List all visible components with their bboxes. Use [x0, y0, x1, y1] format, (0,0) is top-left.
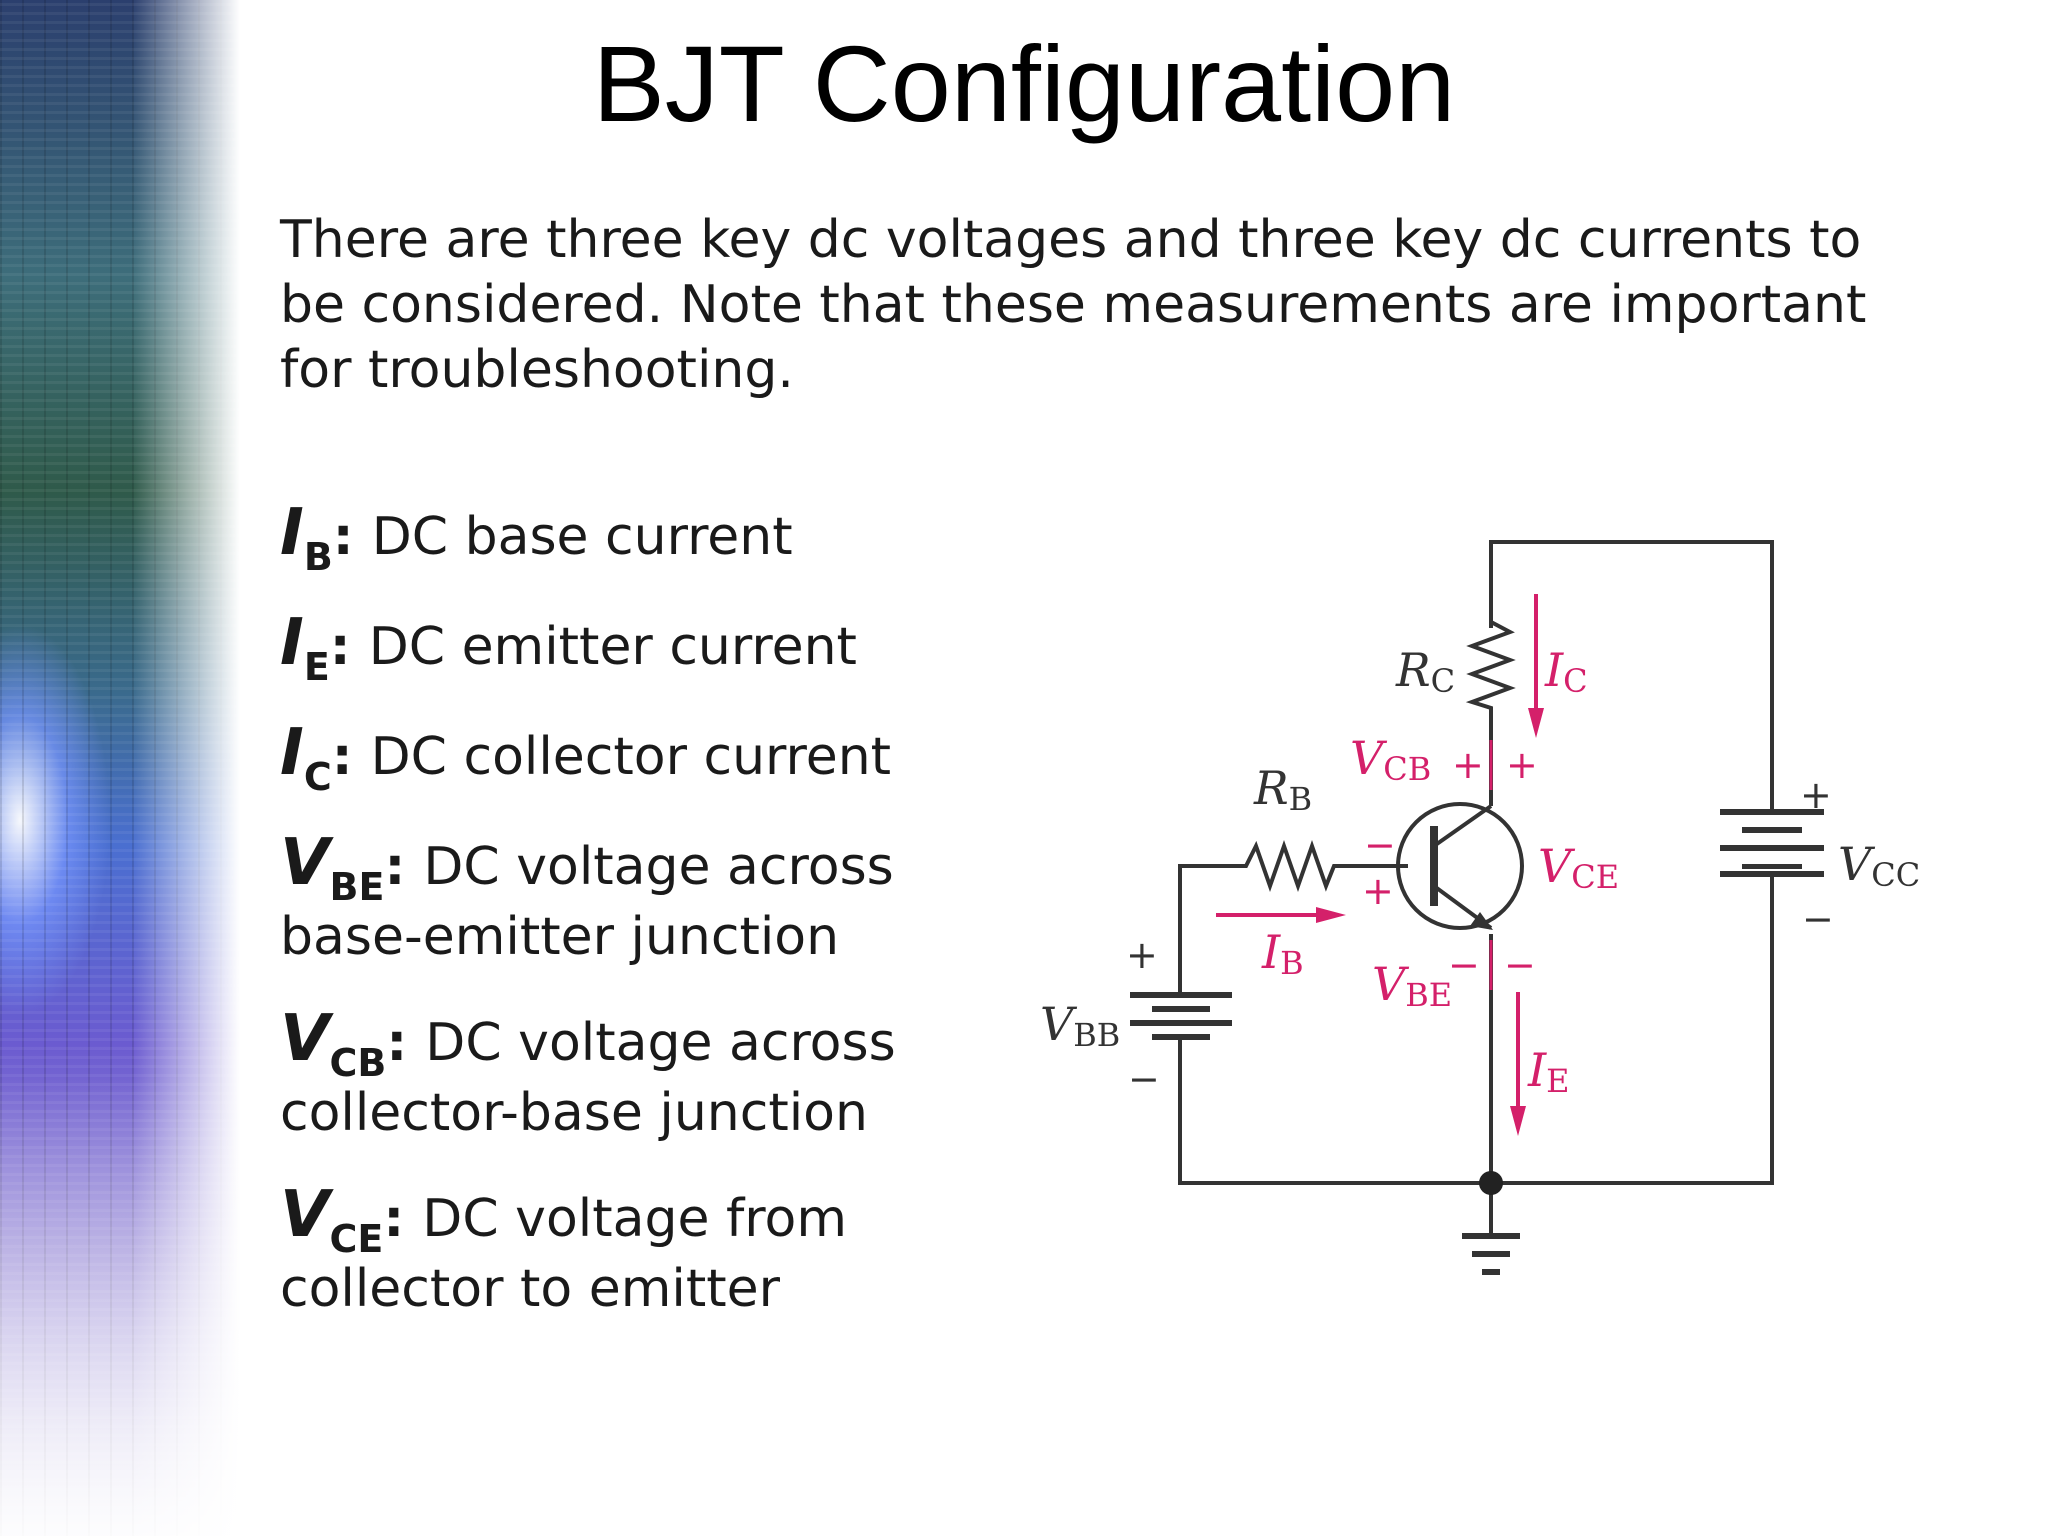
- definition-subscript: E: [303, 645, 330, 689]
- definition-symbol: I: [280, 606, 304, 680]
- vce-label: VCE: [1538, 839, 1619, 896]
- vcc-plus-sign: +: [1800, 773, 1832, 817]
- transistor-emitter-leg: [1432, 884, 1493, 930]
- junction-dot: [1479, 1171, 1503, 1195]
- definition-symbol: V: [280, 826, 330, 900]
- collector-resistor: [1465, 618, 1516, 736]
- vcc-battery: [1720, 809, 1824, 877]
- definition-ic: IC: DC collector current: [280, 716, 892, 799]
- intro-paragraph: There are three key dc voltages and thre…: [280, 210, 1867, 400]
- definition-subscript: B: [303, 535, 333, 579]
- ie-label: IE: [1527, 1043, 1570, 1100]
- vcc-lower-wire: [1178, 874, 1774, 1185]
- ib-label: IB: [1261, 925, 1304, 982]
- vce-minus-sign: −: [1504, 943, 1536, 987]
- vcc-gap: [1700, 860, 1840, 864]
- definition-text-continued: base-emitter junction: [280, 907, 840, 967]
- rb-label: RB: [1253, 761, 1312, 818]
- definition-vbe: VBE: DC voltage across base-emitter junc…: [280, 826, 894, 967]
- emitter-arrow-icon: [1470, 912, 1493, 930]
- vcb-plus-sign: +: [1452, 743, 1484, 787]
- vcb-label: VCB: [1350, 731, 1431, 788]
- definition-text: DC voltage from: [422, 1189, 848, 1249]
- slide-title: BJT Configuration: [592, 23, 1456, 144]
- definition-text: DC emitter current: [368, 617, 857, 677]
- definition-vce: VCE: DC voltage from collector to emitte…: [280, 1178, 848, 1319]
- vbe-minus-sign: −: [1448, 943, 1480, 987]
- definition-symbol: V: [280, 1178, 330, 1252]
- vcb-minus-sign: −: [1364, 823, 1396, 867]
- ie-arrow-icon: [1510, 992, 1526, 1136]
- ground-icon: [1462, 1233, 1520, 1275]
- side-image-fade: [0, 0, 240, 1536]
- vbb-plus-sign: +: [1126, 933, 1158, 977]
- ic-label: IC: [1544, 643, 1588, 700]
- transistor-collector-leg: [1432, 804, 1493, 848]
- definition-list: IB: DC base current IE: DC emitter curre…: [280, 500, 980, 1322]
- ic-arrow-icon: [1528, 594, 1544, 738]
- vbb-label: VBB: [1040, 997, 1120, 1054]
- definition-vcb: VCB: DC voltage across collector-base ju…: [280, 1002, 896, 1143]
- definition-symbol: I: [280, 496, 304, 570]
- transistor-symbol: [1396, 802, 1524, 930]
- definition-symbol: V: [280, 1002, 330, 1076]
- vcc-label: VCC: [1838, 837, 1920, 894]
- vcc-minus-sign: −: [1802, 897, 1834, 941]
- vbb-minus-sign: −: [1128, 1057, 1160, 1101]
- vbe-plus-sign: +: [1362, 869, 1394, 913]
- definition-subscript: C: [303, 755, 332, 799]
- definition-symbol: I: [280, 716, 304, 790]
- base-resistor: [1240, 839, 1408, 893]
- vbb-upper-wire: [1178, 864, 1240, 995]
- definition-subscript: CE: [329, 1217, 384, 1261]
- definition-text: DC base current: [371, 507, 793, 567]
- rc-label: RC: [1395, 643, 1455, 700]
- definition-text: DC collector current: [370, 727, 892, 787]
- definition-ie: IE: DC emitter current: [280, 606, 857, 689]
- vce-plus-sign: +: [1506, 743, 1538, 787]
- definition-text: DC voltage across: [423, 837, 894, 897]
- vbb-battery: [1130, 992, 1232, 1040]
- definition-subscript: CB: [329, 1041, 387, 1085]
- definition-text-continued: collector-base junction: [280, 1083, 868, 1143]
- ib-arrow-icon: [1216, 907, 1346, 923]
- definition-text-continued: collector to emitter: [280, 1259, 780, 1319]
- top-wire: [1489, 540, 1774, 812]
- vbe-label: VBE: [1372, 957, 1452, 1014]
- definition-ib: IB: DC base current: [280, 496, 793, 579]
- definition-subscript: BE: [329, 865, 385, 909]
- definition-text: DC voltage across: [425, 1013, 896, 1073]
